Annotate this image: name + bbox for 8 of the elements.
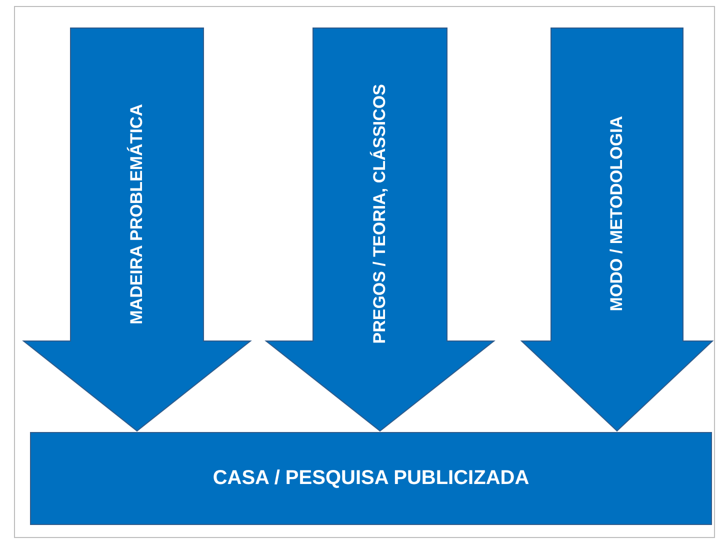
block-arrow — [22, 28, 252, 432]
arrow-text: PREGOS / TEORIA, CLÁSSICOS — [370, 84, 390, 344]
arrow-text: MADEIRA PROBLEMÁTICA — [127, 104, 147, 324]
banner-bar — [30, 432, 712, 525]
block-arrow — [264, 28, 496, 432]
block-arrow — [520, 28, 714, 432]
arrow-text: MODO / METODOLOGIA — [607, 116, 627, 312]
banner-text: CASA / PESQUISA PUBLICIZADA — [212, 467, 530, 490]
